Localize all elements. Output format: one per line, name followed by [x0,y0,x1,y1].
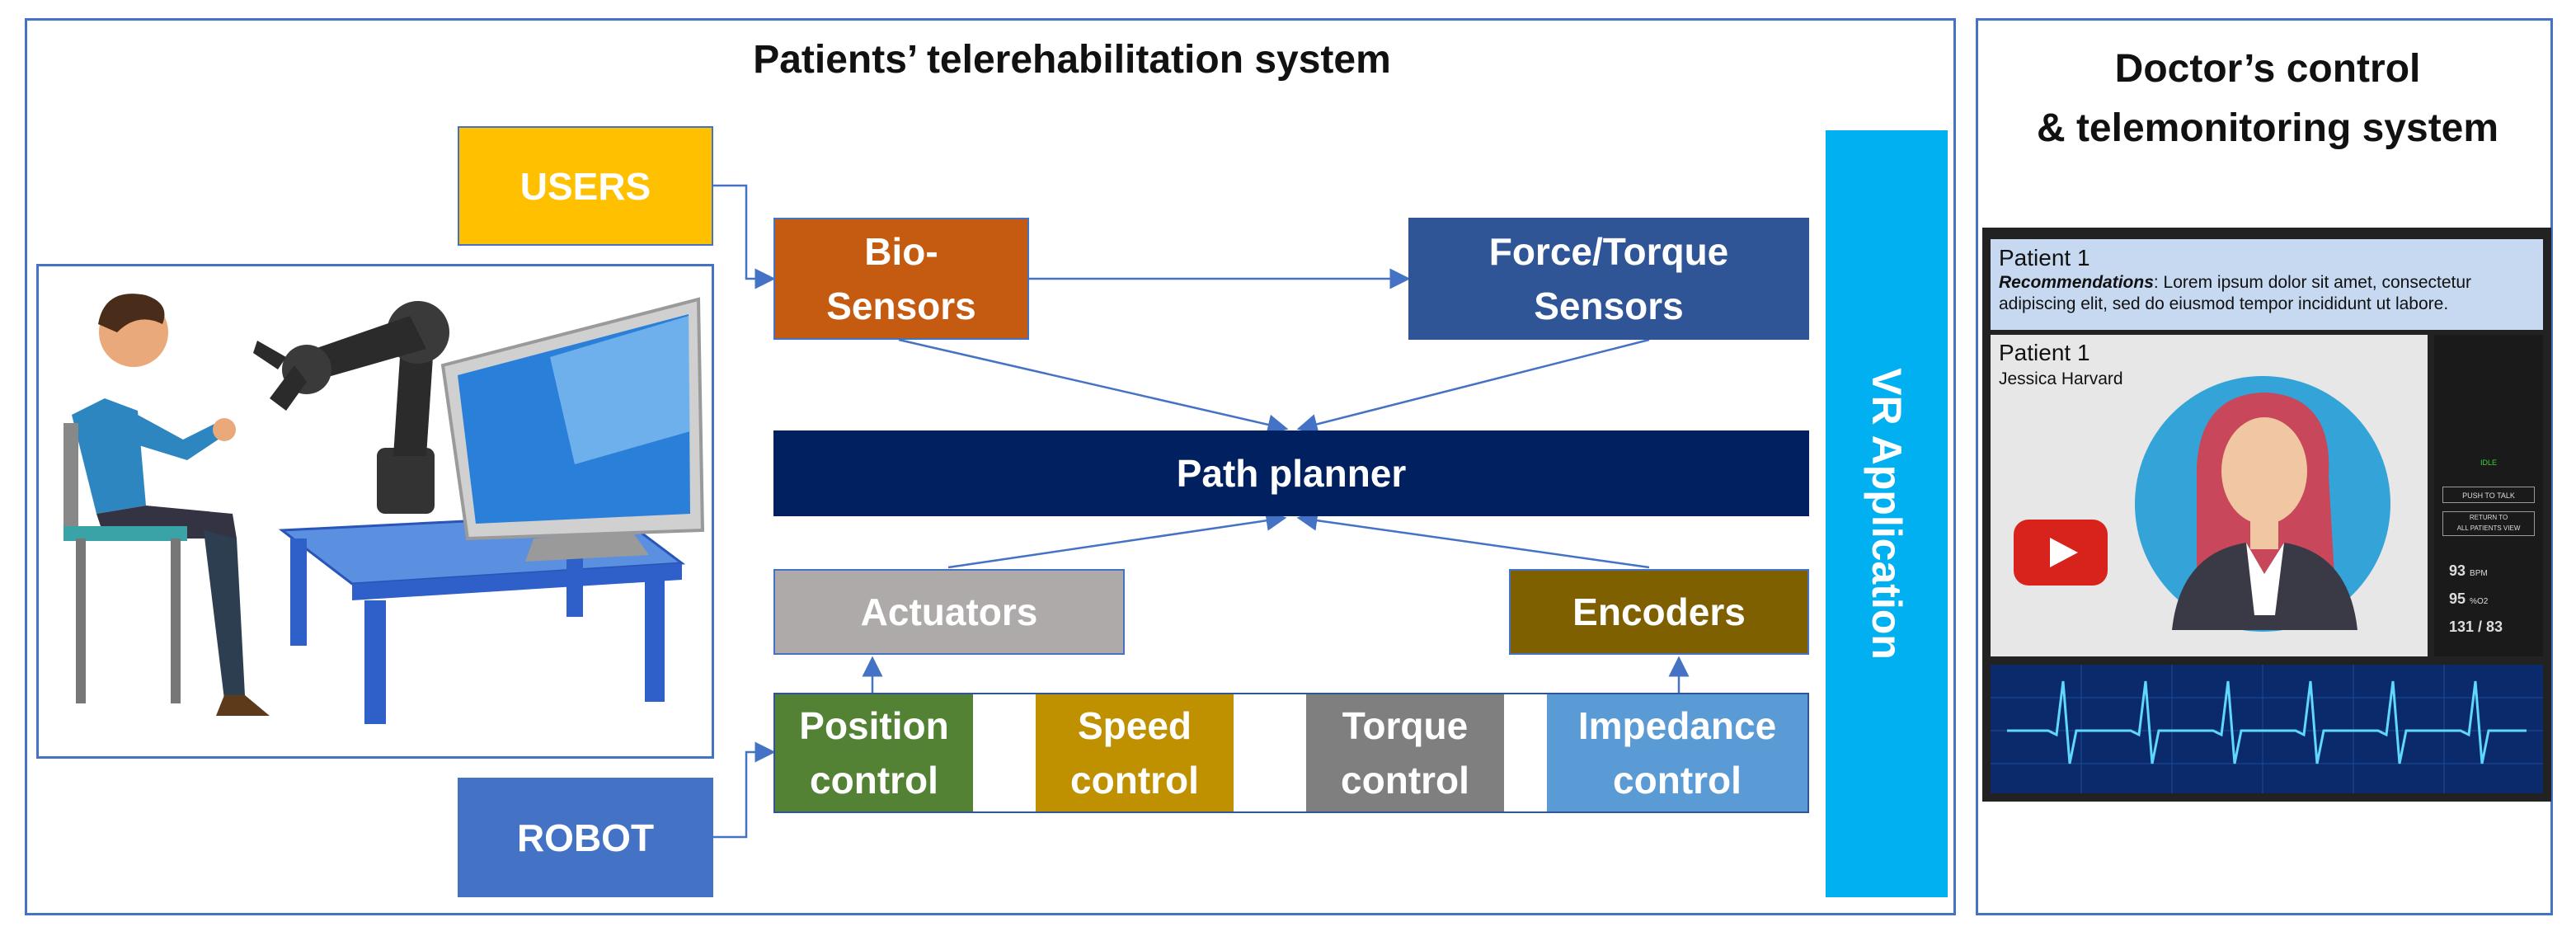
recommendations-text: : Lorem ipsum dolor sit amet, consectetu… [1999,273,2472,313]
ecg-waveform [1991,665,2543,793]
video-patient-label: Patient 1 [1999,340,2090,365]
vital-bpm-unit: BPM [2470,569,2488,578]
vital-blood-pressure: 131 / 83 [2449,619,2503,635]
torque-control-box: Torque control [1306,694,1504,811]
vital-bpm: 93 BPM [2449,562,2488,580]
vital-bpm-value: 93 [2449,562,2466,579]
biosensors-to-planner-arrow [898,338,1289,435]
actuators-to-planner-arrow [947,510,1287,569]
play-icon[interactable] [2014,520,2108,586]
vr-application-label: VR Application [1864,368,1910,660]
actuators-box: Actuators [773,569,1125,655]
users-to-biosensors-arrow [713,184,776,289]
path-planner-box: Path planner [773,430,1809,516]
doctor-system-title: Doctor’s control & telemonitoring system [2036,47,2499,150]
vital-spo2: 95 %O2 [2449,590,2488,608]
patient-system-title: Patients’ telerehabilitation system [753,38,1391,82]
push-to-talk-button[interactable]: PUSH TO TALK [2442,487,2535,503]
force-to-planner-arrow [1296,338,1650,435]
video-feed[interactable]: Patient 1 Jessica Harvard [1991,335,2428,656]
patient-illustration [36,264,714,759]
status-idle: IDLE [2480,459,2497,467]
doctor-system-frame [1976,18,2553,915]
side-status-panel: IDLE PUSH TO TALK RETURN TO ALL PATIENTS… [2434,335,2543,656]
vr-application-box: VR Application [1826,130,1948,897]
return-to-all-patients-button[interactable]: RETURN TO ALL PATIENTS VIEW [2442,511,2535,536]
patient-robot-illustration [63,294,705,724]
recommendations-patient-label: Patient 1 [1999,245,2090,270]
robot-box: ROBOT [458,778,713,897]
telemonitoring-screen: Patient 1 Recommendations: Lorem ipsum d… [1982,228,2551,802]
force-torque-sensors-box: Force/Torque Sensors [1408,218,1809,340]
avatar [2135,376,2390,632]
recommendations-label: Recommendations [1999,273,2154,292]
recommendations-text-block: Recommendations: Lorem ipsum dolor sit a… [1999,272,2535,315]
recommendations-panel: Patient 1 Recommendations: Lorem ipsum d… [1991,239,2543,330]
encoders-box: Encoders [1509,569,1809,655]
bio-sensors-box: Bio- Sensors [773,218,1029,340]
video-patient-name: Jessica Harvard [1999,369,2123,388]
patient-system-frame [25,18,1956,915]
impedance-control-box: Impedance control [1547,694,1807,811]
robot-to-position-arrow [713,741,776,839]
vital-spo2-unit: %O2 [2470,597,2489,606]
vital-spo2-value: 95 [2449,590,2466,607]
speed-control-box: Speed control [1036,694,1234,811]
encoders-to-planner-arrow [1296,510,1650,569]
position-control-box: Position control [775,694,973,811]
users-box: USERS [458,126,713,246]
